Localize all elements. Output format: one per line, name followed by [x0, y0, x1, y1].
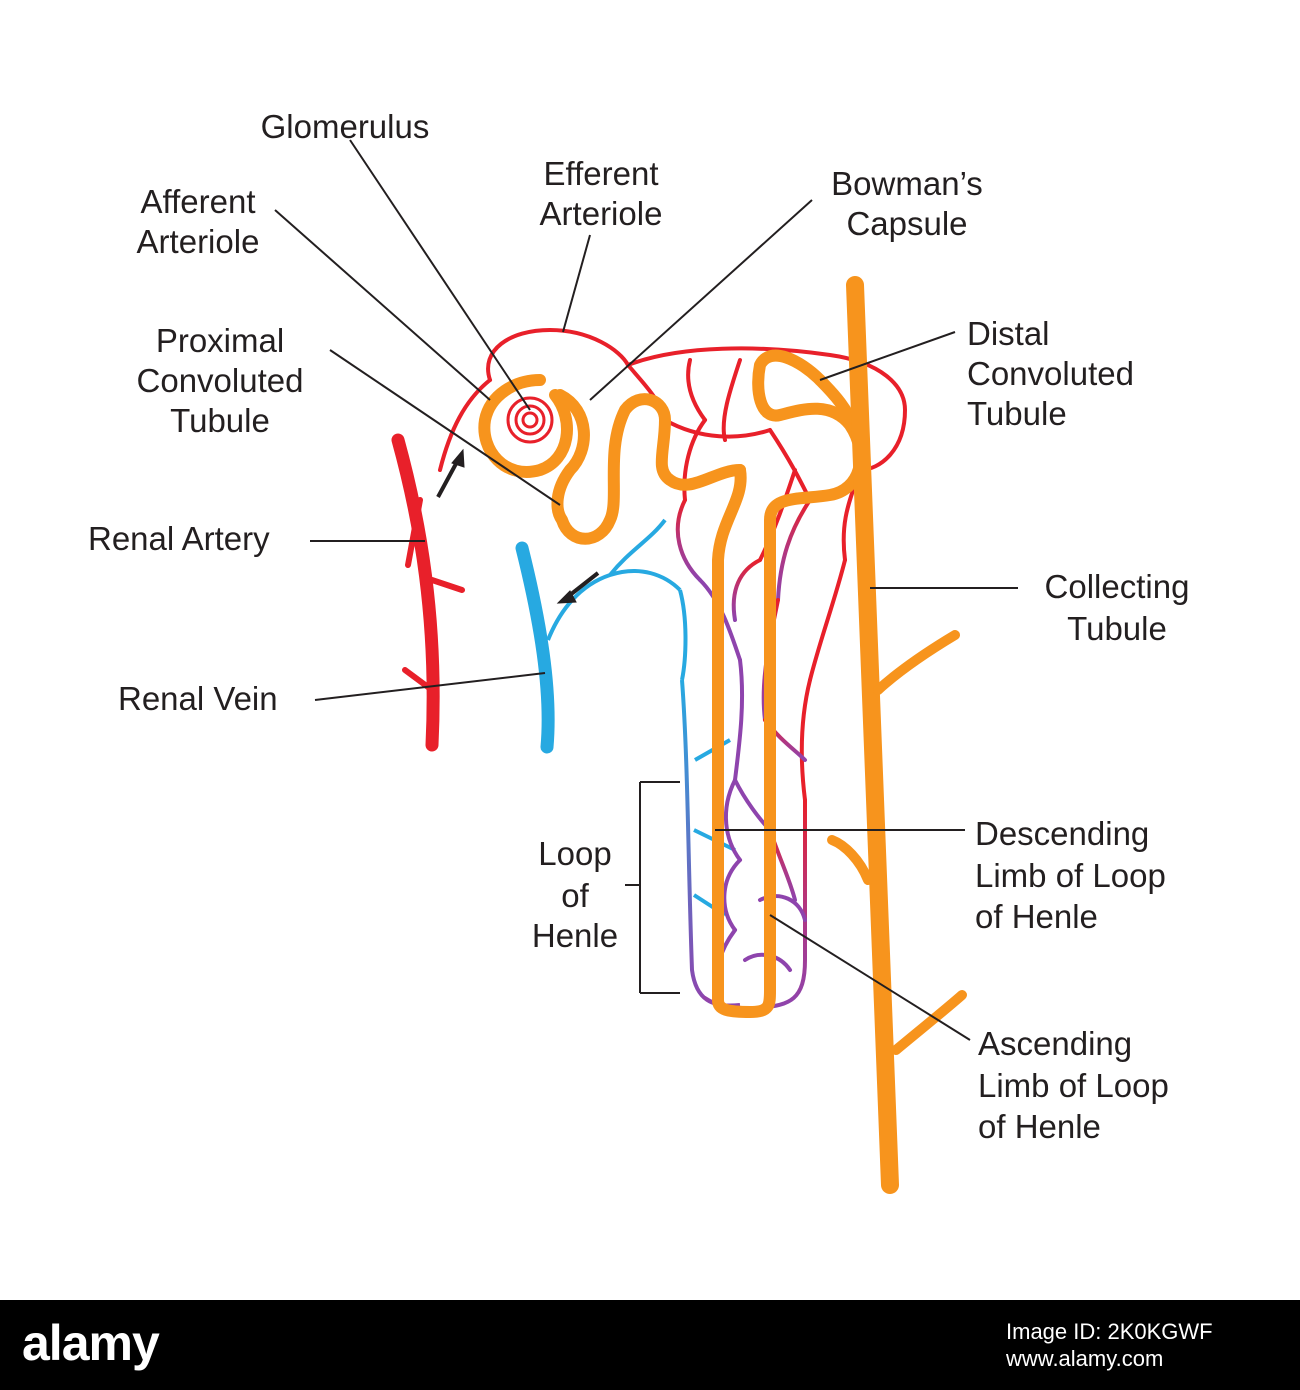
- nephron-diagram: Glomerulus Efferent Arteriole Afferent A…: [88, 108, 1190, 1194]
- label-descending-limb: Descending Limb of Loop of Henle: [975, 815, 1166, 935]
- alamy-logo: alamy: [22, 1315, 160, 1371]
- svg-text:Distal: Distal: [967, 315, 1050, 352]
- svg-text:Tubule: Tubule: [170, 402, 270, 439]
- svg-text:Limb of Loop: Limb of Loop: [978, 1067, 1169, 1104]
- svg-text:Convoluted: Convoluted: [967, 355, 1134, 392]
- image-id-text: Image ID: 2K0KGWF www.alamy.com: [1006, 1318, 1213, 1372]
- svg-text:Bowman’s: Bowman’s: [831, 165, 983, 202]
- svg-text:Henle: Henle: [532, 917, 618, 954]
- svg-text:of Henle: of Henle: [978, 1108, 1101, 1145]
- svg-text:Renal Vein: Renal Vein: [118, 680, 278, 717]
- svg-text:Tubule: Tubule: [967, 395, 1067, 432]
- svg-text:Loop: Loop: [538, 835, 611, 872]
- leader-lines: [274, 139, 1018, 1041]
- label-proximal-convoluted-tubule: Proximal Convoluted Tubule: [137, 322, 304, 439]
- label-ascending-limb: Ascending Limb of Loop of Henle: [978, 1025, 1169, 1145]
- svg-text:Efferent: Efferent: [544, 155, 659, 192]
- svg-text:Renal Artery: Renal Artery: [88, 520, 270, 557]
- label-glomerulus: Glomerulus: [261, 108, 430, 145]
- label-bowmans-capsule: Bowman’s Capsule: [831, 165, 983, 242]
- svg-text:Arteriole: Arteriole: [137, 223, 260, 260]
- svg-text:Tubule: Tubule: [1067, 610, 1167, 647]
- renal-artery: [391, 433, 465, 752]
- image-id-label: Image ID: 2K0KGWF: [1006, 1319, 1213, 1344]
- collecting-tubule: [827, 276, 967, 1194]
- flow-arrow-icon: [436, 448, 465, 498]
- label-loop-of-henle: Loop of Henle: [532, 835, 618, 954]
- svg-text:of: of: [561, 877, 589, 914]
- svg-text:Glomerulus: Glomerulus: [261, 108, 430, 145]
- site-url: www.alamy.com: [1006, 1346, 1164, 1371]
- glomerulus: [506, 396, 554, 444]
- svg-text:Capsule: Capsule: [846, 205, 967, 242]
- svg-text:Proximal: Proximal: [156, 322, 284, 359]
- svg-text:Ascending: Ascending: [978, 1025, 1132, 1062]
- svg-text:of Henle: of Henle: [975, 898, 1098, 935]
- label-afferent-arteriole: Afferent Arteriole: [137, 183, 260, 260]
- label-renal-vein: Renal Vein: [118, 680, 278, 717]
- nephron-tubule: [478, 349, 867, 1018]
- svg-text:Collecting: Collecting: [1045, 568, 1190, 605]
- label-efferent-arteriole: Efferent Arteriole: [540, 155, 663, 232]
- renal-vein: [515, 541, 555, 754]
- label-collecting-tubule: Collecting Tubule: [1045, 568, 1190, 647]
- label-renal-artery: Renal Artery: [88, 520, 270, 557]
- watermark-footer: alamy Image ID: 2K0KGWF www.alamy.com: [0, 1300, 1300, 1390]
- svg-text:Limb of Loop: Limb of Loop: [975, 857, 1166, 894]
- svg-text:Convoluted: Convoluted: [137, 362, 304, 399]
- svg-text:Arteriole: Arteriole: [540, 195, 663, 232]
- label-distal-convoluted-tubule: Distal Convoluted Tubule: [967, 315, 1134, 432]
- svg-text:Descending: Descending: [975, 815, 1149, 852]
- flow-arrow-icon: [556, 571, 600, 604]
- svg-text:Afferent: Afferent: [141, 183, 256, 220]
